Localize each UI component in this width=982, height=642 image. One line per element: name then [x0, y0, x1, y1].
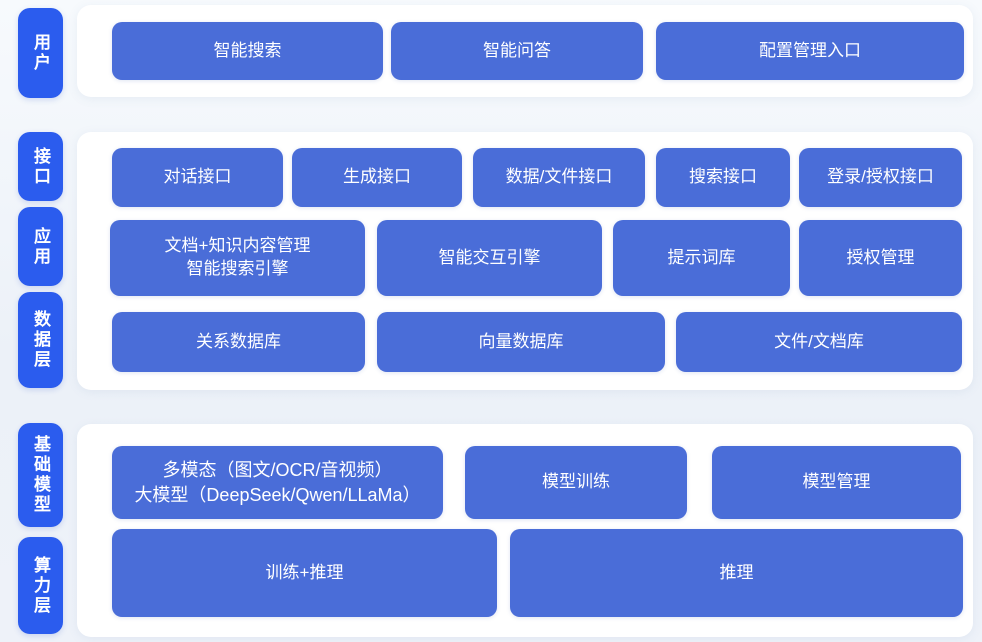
rail-user-label: 用户 — [31, 33, 50, 73]
block-generation-api: 生成接口 — [292, 148, 462, 207]
block-model-management: 模型管理 — [712, 446, 961, 519]
block-auth-management: 授权管理 — [799, 220, 962, 296]
block-config-management-entry: 配置管理入口 — [656, 22, 964, 80]
block-data-file-api: 数据/文件接口 — [473, 148, 645, 207]
rail-data-layer: 数据层 — [18, 292, 63, 388]
block-doc-knowledge-search-engine: 文档+知识内容管理 智能搜索引擎 — [110, 220, 365, 296]
block-login-auth-api: 登录/授权接口 — [799, 148, 962, 207]
block-multimodal-llm: 多模态（图文/OCR/音视频） 大模型（DeepSeek/Qwen/LLaMa） — [112, 446, 443, 519]
rail-interface-label: 接口 — [31, 146, 50, 187]
rail-foundation-model: 基础模型 — [18, 423, 63, 527]
block-inference: 推理 — [510, 529, 963, 617]
rail-foundation-model-label: 基础模型 — [31, 435, 50, 515]
block-model-training: 模型训练 — [465, 446, 687, 519]
block-smart-search: 智能搜索 — [112, 22, 383, 80]
rail-interface: 接口 — [18, 132, 63, 201]
block-vector-db: 向量数据库 — [377, 312, 665, 372]
rail-application: 应用 — [18, 207, 63, 286]
panel-model-compute: 多模态（图文/OCR/音视频） 大模型（DeepSeek/Qwen/LLaMa）… — [77, 424, 973, 637]
panel-user-layer: 智能搜索 智能问答 配置管理入口 — [77, 5, 973, 97]
rail-data-layer-label: 数据层 — [31, 310, 50, 370]
block-search-api: 搜索接口 — [656, 148, 790, 207]
block-training-inference: 训练+推理 — [112, 529, 497, 617]
block-prompt-library: 提示词库 — [613, 220, 790, 296]
rail-compute-layer-label: 算力层 — [31, 555, 50, 616]
rail-user: 用户 — [18, 8, 63, 98]
rail-application-label: 应用 — [31, 226, 50, 267]
rail-compute-layer: 算力层 — [18, 537, 63, 634]
block-relational-db: 关系数据库 — [112, 312, 365, 372]
block-smart-qa: 智能问答 — [391, 22, 643, 80]
block-dialog-api: 对话接口 — [112, 148, 283, 207]
panel-interface-app-data: 对话接口 生成接口 数据/文件接口 搜索接口 登录/授权接口 文档+知识内容管理… — [77, 132, 973, 390]
block-file-document-store: 文件/文档库 — [676, 312, 962, 372]
block-smart-interaction-engine: 智能交互引擎 — [377, 220, 602, 296]
